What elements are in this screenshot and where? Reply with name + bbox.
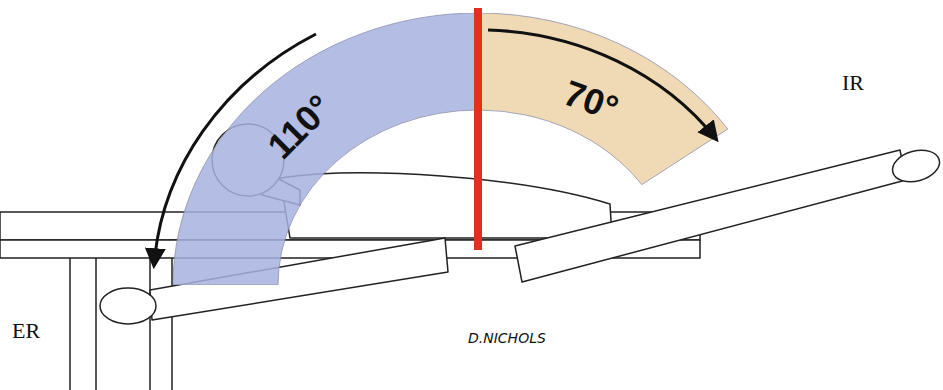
motion-label: IR <box>842 70 864 96</box>
torso <box>280 173 612 238</box>
hand <box>100 288 156 324</box>
hand <box>889 145 943 186</box>
rotation-arrow <box>154 34 316 265</box>
neutral-line <box>474 8 482 250</box>
table-leg <box>150 256 172 390</box>
table-leg <box>70 256 96 390</box>
band-outline <box>478 13 728 185</box>
motion-label: ER <box>12 318 40 344</box>
forearm <box>515 150 906 282</box>
band-outline <box>173 13 478 285</box>
rotation-arrow <box>488 30 716 139</box>
range-band: 70° <box>478 13 730 188</box>
band-shape <box>173 13 478 285</box>
range-band: 110° <box>173 13 478 285</box>
artist-signature: D.NICHOLS <box>468 330 546 346</box>
